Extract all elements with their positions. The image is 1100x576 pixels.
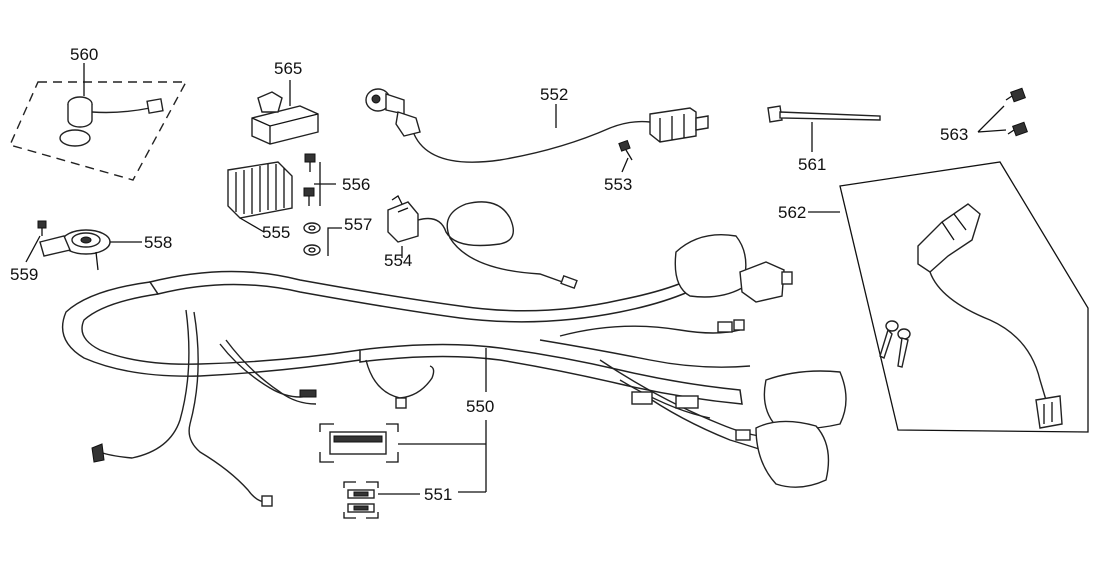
part-553-screw [618, 139, 633, 173]
callout-556: 556 [342, 175, 370, 194]
callout-560: 560 [70, 45, 98, 64]
callout-557: 557 [344, 215, 372, 234]
callout-562: 562 [778, 203, 806, 222]
callout-555: 555 [262, 223, 290, 242]
part-552-ignition-coil [365, 88, 709, 163]
part-550-fuse-box [319, 420, 487, 492]
part-562-ignition-switch [808, 161, 1089, 433]
part-562-keys [879, 320, 911, 368]
callout-550: 550 [466, 397, 494, 416]
callout-554: 554 [384, 251, 412, 270]
part-557-nuts [303, 222, 342, 256]
part-554-connector [387, 195, 578, 290]
callout-563: 563 [940, 125, 968, 144]
part-560-dashed-box [9, 81, 188, 181]
part-558-horn [39, 229, 142, 271]
part-561-cable-tie [767, 105, 881, 152]
callout-559: 559 [10, 265, 38, 284]
part-556-bolts [303, 153, 336, 206]
callout-561: 561 [798, 155, 826, 174]
part-550-main-harness [61, 234, 847, 507]
part-551-fuses [343, 481, 486, 519]
part-565-cdi-unit [251, 80, 319, 145]
part-563-screws [977, 87, 1028, 137]
callout-552: 552 [540, 85, 568, 104]
part-560-starter-relay [9, 63, 188, 181]
part-559-bolt [25, 220, 47, 263]
callout-551: 551 [424, 485, 452, 504]
callout-553: 553 [604, 175, 632, 194]
part-555-regulator [227, 161, 293, 233]
callout-558: 558 [144, 233, 172, 252]
callout-565: 565 [274, 59, 302, 78]
